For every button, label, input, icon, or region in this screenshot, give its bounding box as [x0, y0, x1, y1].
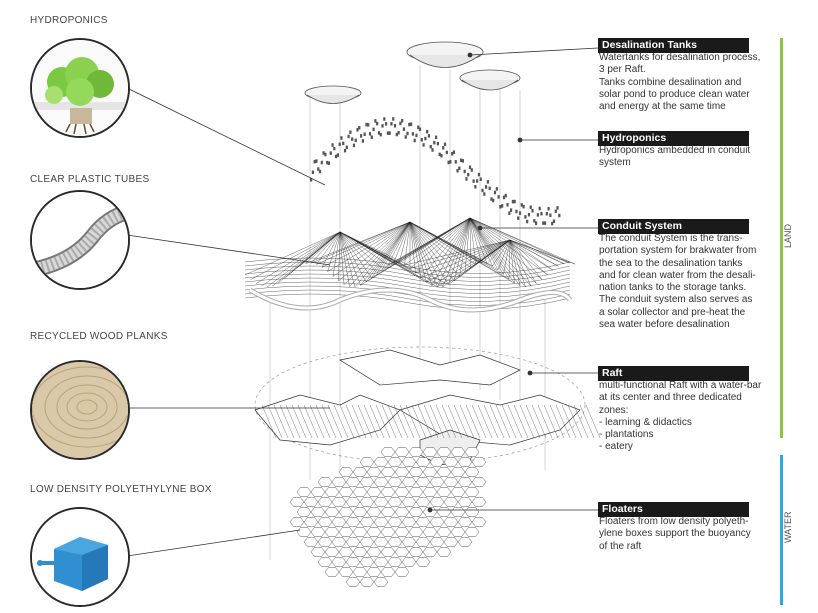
label-body-conduit: The conduit System is the trans-portatio…	[599, 233, 757, 331]
land-bar	[780, 38, 783, 438]
tube-icon	[30, 190, 130, 290]
material-title-box: LOW DENSITY POLYETHYLYNE BOX	[30, 484, 212, 495]
land-label: LAND	[783, 223, 793, 248]
blue-box-icon	[30, 507, 130, 607]
label-title-conduit: Conduit System	[598, 219, 749, 234]
label-title-hydroponics: Hydroponics	[598, 131, 749, 146]
material-title-hydroponics: HYDROPONICS	[30, 15, 108, 26]
label-body-floaters: Floaters from low density polyeth-ylene …	[599, 516, 751, 552]
label-title-floaters: Floaters	[598, 502, 749, 517]
wood-grain-icon	[30, 360, 130, 460]
water-label: WATER	[783, 511, 793, 544]
label-title-desalination: Desalination Tanks	[598, 38, 749, 53]
label-body-desalination: Watertanks for desalination process,3 pe…	[599, 52, 761, 113]
material-title-tubes: CLEAR PLASTIC TUBES	[30, 174, 150, 185]
lettuce-plant-icon	[30, 38, 130, 138]
material-title-wood: RECYCLED WOOD PLANKS	[30, 331, 168, 342]
water-bar	[780, 455, 783, 605]
label-title-raft: Raft	[598, 366, 749, 381]
